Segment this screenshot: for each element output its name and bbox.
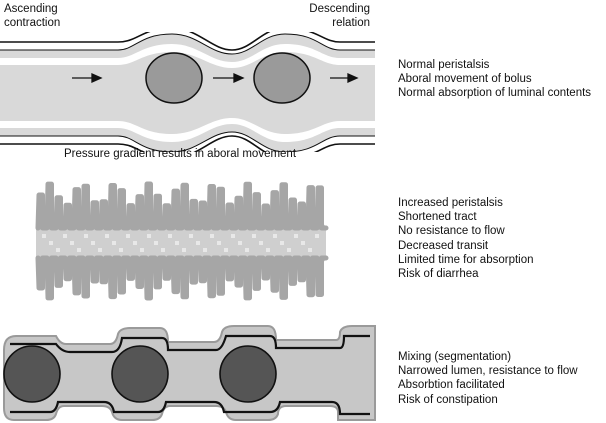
segmentation-tract: [3, 325, 376, 421]
bolus-1: [145, 52, 203, 104]
ascending-contraction-label: Ascending contraction: [4, 3, 61, 29]
segmentation-notes: Mixing (segmentation) Narrowed lumen, re…: [398, 350, 578, 407]
lower-wall-squiggle: [35, 255, 329, 301]
segment-bolus-1: [3, 345, 61, 403]
normal-peristalsis-notes: Normal peristalsis Aboral movement of bo…: [398, 58, 591, 101]
texture-dot: [273, 234, 277, 238]
note-item: Absorbtion facilitated: [398, 379, 505, 392]
note-item: Risk of constipation: [398, 393, 498, 406]
note-item: Decreased transit: [398, 239, 489, 252]
note-item: Narrowed lumen, resistance to flow: [398, 365, 578, 378]
note-item: Increased peristalsis: [398, 197, 503, 209]
texture-dot: [49, 241, 53, 245]
note-item: Normal absorption of luminal contents: [398, 87, 592, 100]
texture-dot: [287, 248, 291, 252]
texture-dot: [182, 248, 186, 252]
texture-dot: [63, 234, 67, 238]
note-item: Risk of diarrhea: [398, 268, 479, 281]
texture-dot: [189, 234, 193, 238]
texture-dot: [84, 234, 88, 238]
texture-dot: [42, 234, 46, 238]
texture-dot: [224, 248, 228, 252]
texture-dot: [119, 248, 123, 252]
texture-dot: [308, 248, 312, 252]
increased-peristalsis-tract: [35, 181, 329, 301]
texture-dot: [259, 241, 263, 245]
texture-dot: [238, 241, 242, 245]
normal-peristalsis-tube: [0, 32, 375, 152]
texture-dot: [77, 248, 81, 252]
texture-dot: [294, 234, 298, 238]
texture-dot: [203, 248, 207, 252]
tube-outline-bottom: [0, 135, 375, 152]
texture-dot: [91, 241, 95, 245]
segment-inner-line-top: [10, 334, 370, 354]
texture-dot: [70, 241, 74, 245]
segment-wall: [3, 325, 376, 421]
flow-arrow-2: [213, 72, 245, 84]
texture-dot: [175, 241, 179, 245]
note-item: Mixing (segmentation): [398, 351, 512, 363]
descending-relation-label: Descending relation: [309, 3, 370, 29]
texture-dot: [154, 241, 158, 245]
texture-dot: [147, 234, 151, 238]
note-item: Shortened tract: [398, 211, 477, 224]
note-item: Normal peristalsis: [398, 59, 490, 71]
texture-dot: [217, 241, 221, 245]
texture-dot: [245, 248, 249, 252]
texture-dot: [266, 248, 270, 252]
texture-dot: [301, 241, 305, 245]
texture-dot: [126, 234, 130, 238]
upper-wall-squiggle: [35, 181, 329, 231]
note-item: Limited time for absorption: [398, 253, 534, 266]
tract-texture: [42, 234, 319, 252]
texture-dot: [56, 248, 60, 252]
texture-dot: [196, 241, 200, 245]
texture-dot: [210, 234, 214, 238]
tube-outline-top: [0, 32, 375, 51]
segment-bolus-3: [219, 345, 277, 403]
tract-band: [36, 224, 326, 262]
texture-dot: [140, 248, 144, 252]
note-item: No resistance to flow: [398, 225, 505, 238]
pressure-gradient-caption: Pressure gradient results in aboral move…: [64, 148, 297, 160]
texture-dot: [105, 234, 109, 238]
texture-dot: [231, 234, 235, 238]
texture-dot: [133, 241, 137, 245]
bolus-2: [253, 52, 311, 104]
segment-bolus-2: [111, 345, 169, 403]
flow-arrow-3: [330, 72, 359, 84]
texture-dot: [280, 241, 284, 245]
note-item: Aboral movement of bolus: [398, 73, 532, 86]
flow-arrow-1: [72, 72, 103, 84]
texture-dot: [315, 234, 319, 238]
texture-dot: [112, 241, 116, 245]
texture-dot: [161, 248, 165, 252]
texture-dot: [98, 248, 102, 252]
segment-inner-line-bottom: [10, 400, 370, 416]
texture-dot: [252, 234, 256, 238]
texture-dot: [168, 234, 172, 238]
increased-peristalsis-notes: Increased peristalsis Shortened tract No…: [398, 196, 534, 281]
